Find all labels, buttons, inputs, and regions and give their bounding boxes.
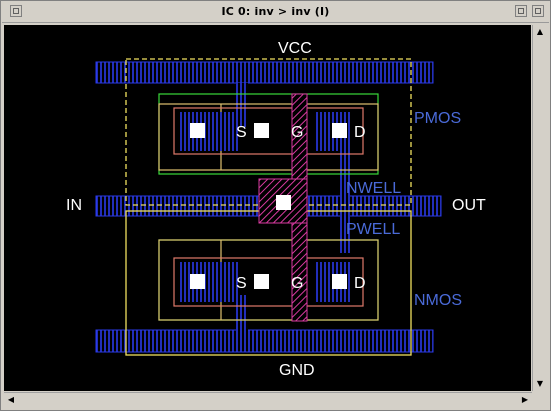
nmos-source-metal bbox=[180, 262, 240, 302]
nwell-label: NWELL bbox=[346, 180, 401, 197]
nmos-drain-contact bbox=[332, 274, 347, 289]
title-bar[interactable]: IC 0: inv > inv (I) bbox=[2, 2, 549, 23]
pmos-drain-label: D bbox=[354, 124, 366, 141]
drain-connect-strap bbox=[340, 143, 350, 253]
pmos-diffusion bbox=[158, 103, 379, 171]
scroll-corner bbox=[532, 392, 548, 408]
layout-drawing: VCC GND IN OUT PMOS NMOS NWELL PWELL S G… bbox=[66, 40, 486, 379]
pmos-select bbox=[173, 107, 364, 155]
window-menu-icon[interactable] bbox=[10, 5, 22, 17]
vertical-scrollbar[interactable]: ▲ ▼ bbox=[532, 25, 548, 391]
pmos-gate-label: G bbox=[291, 124, 303, 141]
layout-canvas[interactable]: VCC GND IN OUT PMOS NMOS NWELL PWELL S G… bbox=[4, 25, 531, 391]
pmos-source-label: S bbox=[236, 124, 247, 141]
vcc-label: VCC bbox=[278, 40, 312, 57]
nmos-source2-contact bbox=[254, 274, 269, 289]
window-title: IC 0: inv > inv (I) bbox=[221, 5, 330, 18]
nmos-source-contact bbox=[190, 274, 205, 289]
out-label: OUT bbox=[452, 197, 486, 214]
arrow-left-icon[interactable]: ◀ bbox=[7, 395, 15, 404]
gnd-label: GND bbox=[279, 362, 315, 379]
pmos-source2-contact bbox=[254, 123, 269, 138]
pmos-source-contact bbox=[190, 123, 205, 138]
minimize-icon[interactable] bbox=[515, 5, 527, 17]
arrow-right-icon[interactable]: ▶ bbox=[521, 395, 529, 404]
nmos-source-strap bbox=[236, 295, 248, 331]
nmos-gate-label: G bbox=[291, 275, 303, 292]
nmos-label: NMOS bbox=[414, 292, 462, 309]
in-label: IN bbox=[66, 197, 82, 214]
pmos-label: PMOS bbox=[414, 110, 461, 127]
nmos-select bbox=[173, 257, 364, 307]
pwell-label: PWELL bbox=[346, 221, 400, 238]
nmos-source-label: S bbox=[236, 275, 247, 292]
maximize-icon[interactable] bbox=[532, 5, 544, 17]
pmos-source-metal bbox=[180, 112, 240, 151]
horizontal-scrollbar[interactable]: ◀ ▶ bbox=[4, 392, 532, 408]
arrow-down-icon[interactable]: ▼ bbox=[536, 379, 544, 388]
nmos-diffusion bbox=[158, 239, 379, 321]
gnd-rail bbox=[95, 329, 434, 353]
arrow-up-icon[interactable]: ▲ bbox=[536, 27, 544, 36]
pmos-drain-contact bbox=[332, 123, 347, 138]
nwell-outline bbox=[125, 58, 412, 206]
input-contact bbox=[276, 195, 291, 210]
nmos-drain-label: D bbox=[354, 275, 366, 292]
vcc-rail bbox=[95, 61, 434, 84]
